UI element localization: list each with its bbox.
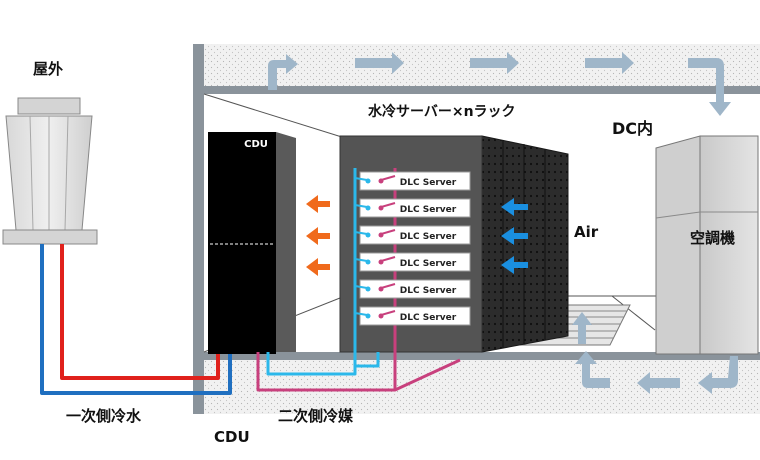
coolant-inlet-node — [365, 313, 371, 319]
cold-plate-supply-line — [354, 312, 368, 316]
secondary-coolant-label: 二次側冷媒 — [278, 407, 354, 425]
air-label: Air — [574, 223, 599, 241]
secondary-manifold-link — [355, 352, 380, 368]
outdoor-label: 屋外 — [33, 60, 63, 78]
cdu — [208, 132, 296, 354]
dlc-server-unit: DLC Server — [354, 171, 471, 191]
primary-return-pipe — [60, 244, 220, 380]
dlc-server-unit: DLC Server — [354, 225, 471, 245]
ceiling-beam — [198, 86, 760, 94]
floor-beam — [198, 352, 760, 360]
dlc-server-label: DLC Server — [400, 178, 457, 188]
secondary-return-pipe — [256, 352, 461, 392]
intake-arrow — [501, 198, 528, 216]
primary-coolant-loop — [40, 244, 232, 395]
cold-plate-return-line — [380, 229, 396, 235]
airflow-arrows — [268, 52, 738, 394]
heat-arrow — [306, 195, 330, 213]
coolant-inlet-node — [365, 286, 371, 292]
cold-plate-return-line — [380, 202, 396, 208]
building-wall — [193, 44, 204, 414]
cdu-side-panel — [276, 132, 296, 352]
cdu-unit-label: CDU — [244, 139, 268, 150]
rack-side-grille — [481, 135, 569, 353]
coolant-inlet-node — [365, 259, 371, 265]
secondary-supply-pipe — [266, 352, 357, 376]
ac-front-face — [699, 135, 759, 355]
secondary-coolant-loop — [256, 168, 461, 392]
primary-coolant-label: 一次側冷水 — [66, 407, 142, 425]
coolant-outlet-node — [378, 313, 384, 319]
cold-plate-supply-line — [354, 258, 368, 262]
coolant-outlet-node — [378, 205, 384, 211]
dlc-server-box — [359, 225, 471, 245]
dlc-server-unit: DLC Server — [354, 306, 471, 326]
air-conditioner-label: 空調機 — [690, 229, 735, 247]
airflow-right-arrow — [585, 52, 634, 74]
water-cooled-servers-label: 水冷サーバー×nラック — [368, 103, 516, 120]
cooler-base — [2, 229, 98, 245]
dlc-server-unit: DLC Server — [354, 252, 471, 272]
coolant-outlet-node — [378, 232, 384, 238]
perspective-line — [203, 93, 346, 139]
heat-exhaust-arrows — [306, 195, 330, 276]
cold-plate-return-line — [380, 283, 396, 289]
cold-plate-supply-line — [354, 231, 368, 235]
dlc-server-label: DLC Server — [400, 259, 457, 269]
dlc-server-label: DLC Server — [400, 232, 457, 242]
coolant-inlet-node — [365, 232, 371, 238]
airflow-right-arrow — [470, 52, 519, 74]
dlc-server-unit: DLC Server — [354, 198, 471, 218]
airflow-up-arrow — [572, 312, 592, 344]
dlc-server-box — [359, 198, 471, 218]
dlc-server-box — [359, 306, 471, 326]
cdu-bottom-label: CDU — [214, 428, 250, 446]
cold-plate-return-line — [380, 256, 396, 262]
coolant-inlet-node — [365, 178, 371, 184]
primary-supply-pipe — [40, 244, 232, 395]
dlc-server-box — [359, 252, 471, 272]
air-conditioner — [655, 135, 759, 355]
cold-plate-supply-line — [354, 204, 368, 208]
intake-arrow — [501, 227, 528, 245]
coolant-outlet-node — [378, 178, 384, 184]
cooler-cap — [17, 97, 81, 115]
airflow-right-arrow — [355, 52, 404, 74]
dc-inside-label: DC内 — [612, 119, 653, 138]
cold-plate-return-line — [380, 310, 396, 316]
cold-plate-supply-line — [354, 177, 368, 181]
perspective-line — [611, 295, 656, 331]
dlc-server-box — [359, 171, 471, 191]
cold-plate-return-line — [380, 175, 396, 181]
airflow-left-arrow — [637, 372, 680, 394]
dlc-server-label: DLC Server — [400, 313, 457, 323]
dlc-server-box — [359, 279, 471, 299]
dlc-server-unit: DLC Server — [354, 279, 471, 299]
airflow-down-arrow — [688, 58, 731, 116]
coolant-outlet-node — [378, 259, 384, 265]
dlc-server-label: DLC Server — [400, 205, 457, 215]
heat-arrow — [306, 258, 330, 276]
cold-plate-supply-line — [354, 285, 368, 289]
cdu-cabinet — [208, 132, 276, 354]
heat-arrow — [306, 227, 330, 245]
dlc-server-label: DLC Server — [400, 286, 457, 296]
coolant-inlet-node — [365, 205, 371, 211]
airflow-left-arrow — [698, 356, 738, 394]
intake-arrow — [501, 256, 528, 274]
intake-arrows — [501, 198, 528, 274]
airflow-up-arrow — [268, 54, 298, 90]
outdoor-cooling-unit — [2, 97, 98, 245]
coolant-outlet-node — [378, 286, 384, 292]
airflow-left-up-arrow — [575, 351, 610, 388]
